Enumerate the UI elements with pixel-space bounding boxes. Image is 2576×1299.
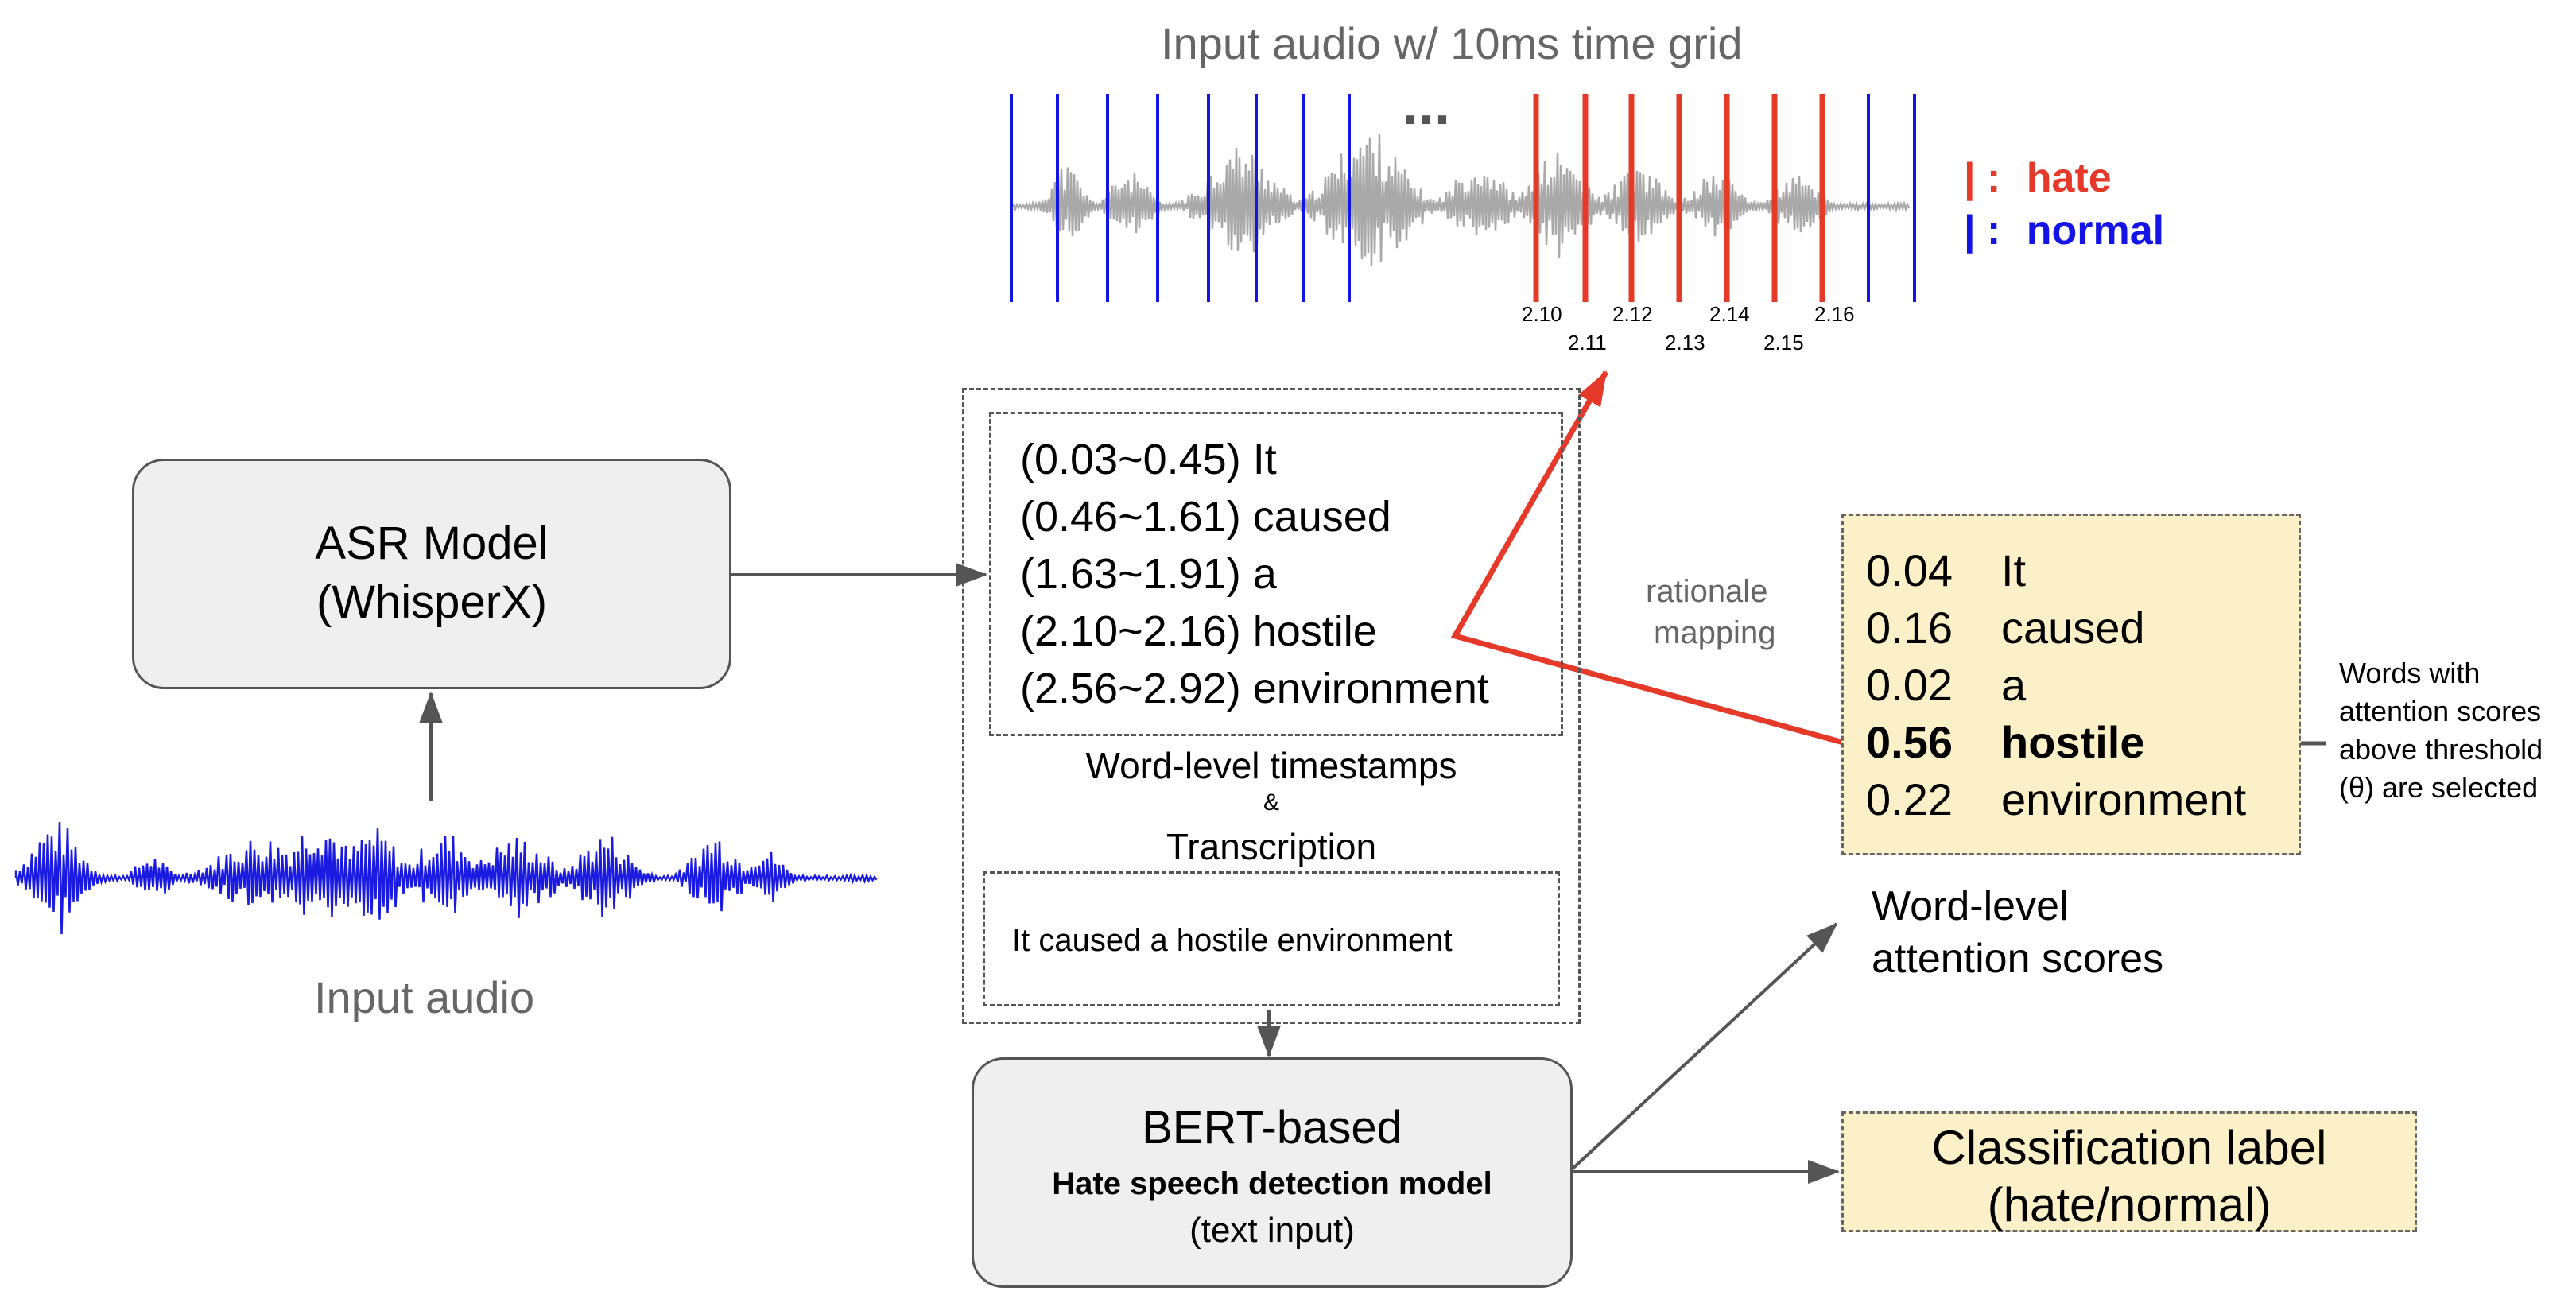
classification-label-line2: (hate/normal): [1987, 1178, 2271, 1231]
grid-label: 2.14: [1709, 302, 1750, 326]
score-value: 0.02: [1866, 660, 1953, 710]
score-word: caused: [2001, 603, 2145, 653]
bert-model-subtitle: Hate speech detection model: [1052, 1166, 1492, 1201]
timestamps-caption-line1: Word-level timestamps: [1085, 745, 1457, 786]
attention-output-line1: Word-level: [1872, 883, 2069, 929]
grid-label: 2.15: [1763, 331, 1804, 355]
score-value: 0.16: [1866, 603, 1953, 653]
timestamp-line: (1.63~1.91) a: [1020, 550, 1277, 598]
waveform-path: [14, 822, 878, 935]
legend-hate: | : hate: [1964, 154, 2112, 202]
score-value: 0.04: [1866, 545, 1953, 595]
legend-hate-mark: | :: [1964, 155, 2001, 201]
asr-model-name: (WhisperX): [316, 576, 548, 628]
rationale-mapping-arrow: [1450, 370, 1856, 749]
asr-model-box: ASR Model (WhisperX): [132, 459, 731, 689]
asr-model-title: ASR Model: [315, 518, 549, 569]
timeline-title: Input audio w/ 10ms time grid: [1161, 18, 1743, 68]
classification-label-box: Classification label (hate/normal): [1841, 1111, 2417, 1232]
selection-note-line2: attention scores: [2339, 695, 2542, 727]
grid-label: 2.13: [1665, 331, 1705, 355]
timestamp-line: (2.56~2.92) environment: [1020, 665, 1489, 712]
selection-note-line4: (θ) are selected: [2339, 771, 2539, 804]
transcription-box: It caused a hostile environment: [983, 871, 1560, 1006]
grid-label: 2.11: [1568, 331, 1607, 355]
timestamp-line: (0.03~0.45) It: [1020, 436, 1277, 483]
bert-model-title: BERT-based: [1142, 1102, 1402, 1154]
waveform-path: [1012, 134, 1911, 266]
bert-model-box: BERT-based Hate speech detection model (…: [972, 1057, 1573, 1288]
input-audio-waveform: [14, 822, 878, 935]
time-grid-lines: [1010, 94, 1916, 302]
legend-normal-mark: | :: [1964, 207, 2001, 254]
selection-note-line1: Words with: [2339, 657, 2481, 689]
rationale-mapping-label-line2: mapping: [1654, 615, 1776, 650]
grid-audio-waveform: [1012, 134, 1911, 266]
score-word: environment: [2001, 774, 2247, 824]
score-word: It: [2001, 545, 2027, 595]
timestamp-line: (0.46~1.61) caused: [1020, 493, 1391, 541]
asr-output-container: [962, 388, 1581, 1024]
attention-output-line2: attention scores: [1872, 936, 2164, 982]
arrow-bert-to-attention: [1571, 922, 1838, 1170]
grid-label: 2.10: [1522, 302, 1562, 326]
grid-label: 2.12: [1612, 302, 1653, 326]
transcription-text: It caused a hostile environment: [1012, 923, 1453, 958]
selection-note-line3: above threshold: [2339, 733, 2543, 766]
timeline-ellipsis: ...: [1402, 73, 1451, 137]
classification-label-line1: Classification label: [1931, 1121, 2327, 1174]
legend-hate-label: hate: [2026, 155, 2112, 201]
score-value-selected: 0.56: [1866, 717, 1953, 767]
score-word-selected: hostile: [2001, 717, 2145, 767]
score-word: a: [2001, 660, 2027, 710]
score-value: 0.22: [1866, 774, 1953, 824]
timestamps-box: (0.03~0.45) It (0.46~1.61) caused (1.63~…: [989, 412, 1563, 736]
legend-normal: | : normal: [1964, 207, 2164, 254]
timestamps-caption-amp: &: [1263, 789, 1279, 816]
bert-model-input: (text input): [1189, 1211, 1355, 1250]
attention-scores-box: 0.04 It 0.16 caused 0.02 a 0.56 hostile …: [1841, 514, 2301, 855]
rationale-mapping-label-line1: rationale: [1646, 574, 1768, 609]
legend-normal-label: normal: [2026, 207, 2165, 254]
timestamps-caption-line2: Transcription: [1166, 826, 1377, 867]
input-audio-label: Input audio: [314, 972, 535, 1022]
timestamp-line: (2.10~2.16) hostile: [1020, 607, 1377, 655]
grid-label: 2.16: [1814, 302, 1855, 326]
